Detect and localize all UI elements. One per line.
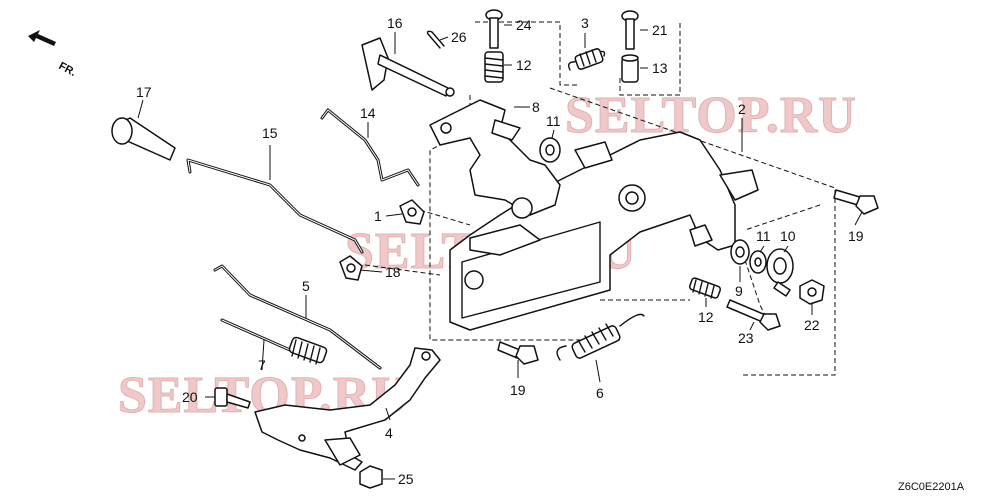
part-2-governor-bracket bbox=[449, 131, 759, 331]
callout-3: 3 bbox=[581, 15, 589, 31]
drawing-code: Z6C0E2201A bbox=[898, 481, 965, 493]
callout-19-right: 19 bbox=[848, 228, 864, 244]
callout-18: 18 bbox=[385, 264, 401, 280]
callout-5: 5 bbox=[302, 278, 310, 294]
callout-12-upper: 12 bbox=[516, 57, 532, 73]
part-22-nut bbox=[799, 279, 825, 305]
callout-7: 7 bbox=[258, 357, 266, 373]
part-4-lever-plate bbox=[254, 347, 441, 471]
part-14-rod bbox=[320, 108, 420, 187]
part-15-rod bbox=[186, 158, 364, 254]
part-17-knob bbox=[111, 117, 176, 161]
callout-labels: 16 26 24 12 8 3 21 13 11 2 17 15 14 1 18… bbox=[136, 15, 864, 487]
part-7-spring-rod bbox=[220, 318, 328, 365]
callout-11-upper: 11 bbox=[546, 113, 561, 129]
callout-26: 26 bbox=[451, 29, 467, 45]
part-11-washer-right bbox=[749, 250, 767, 274]
callout-22: 22 bbox=[804, 317, 820, 333]
callout-4: 4 bbox=[385, 425, 393, 441]
part-19-bolt-right bbox=[833, 189, 879, 215]
callout-14: 14 bbox=[360, 105, 376, 121]
callout-12-lower: 12 bbox=[698, 309, 714, 325]
part-12-spring-upper bbox=[484, 51, 504, 83]
callout-16: 16 bbox=[387, 15, 403, 31]
part-12-spring-lower bbox=[688, 277, 722, 299]
part-19-bolt-lower bbox=[497, 341, 539, 365]
callout-13: 13 bbox=[652, 60, 668, 76]
front-direction-arrow-icon bbox=[28, 30, 56, 46]
callout-10: 10 bbox=[780, 228, 796, 244]
part-20-bolt bbox=[214, 387, 251, 409]
part-1-clip bbox=[399, 199, 425, 225]
callout-leader-lines bbox=[137, 24, 863, 480]
part-8-governor-arm bbox=[429, 99, 561, 219]
part-6-spring bbox=[556, 313, 645, 361]
part-23-bolt bbox=[726, 299, 781, 331]
callout-25: 25 bbox=[398, 471, 414, 487]
part-11-washer-upper bbox=[539, 137, 561, 163]
callout-17: 17 bbox=[136, 84, 152, 100]
part-5-rod bbox=[213, 264, 382, 370]
callout-24: 24 bbox=[516, 17, 532, 33]
callout-15: 15 bbox=[262, 125, 278, 141]
callout-21: 21 bbox=[652, 22, 668, 38]
part-18-joint bbox=[339, 255, 363, 281]
watermark-top: SELTOP.RU bbox=[565, 87, 857, 144]
part-10-collar bbox=[766, 248, 794, 297]
part-24-screw bbox=[485, 9, 503, 49]
callout-1: 1 bbox=[374, 208, 382, 224]
part-25-nut bbox=[359, 465, 383, 489]
callout-20: 20 bbox=[182, 389, 198, 405]
callout-19-lower: 19 bbox=[510, 382, 526, 398]
callout-23: 23 bbox=[738, 330, 754, 346]
part-16-control-lever bbox=[361, 37, 455, 97]
part-21-screw bbox=[621, 10, 639, 50]
front-direction-label: FR. bbox=[57, 60, 78, 79]
callout-9: 9 bbox=[735, 283, 743, 299]
part-9-washer bbox=[730, 239, 750, 265]
callout-6: 6 bbox=[596, 385, 604, 401]
callout-2: 2 bbox=[738, 101, 746, 117]
part-3-spring bbox=[567, 48, 606, 71]
callout-8: 8 bbox=[532, 99, 540, 115]
part-26-clip bbox=[426, 30, 445, 49]
part-13-collar bbox=[621, 54, 639, 83]
callout-11-right: 11 bbox=[756, 228, 771, 244]
